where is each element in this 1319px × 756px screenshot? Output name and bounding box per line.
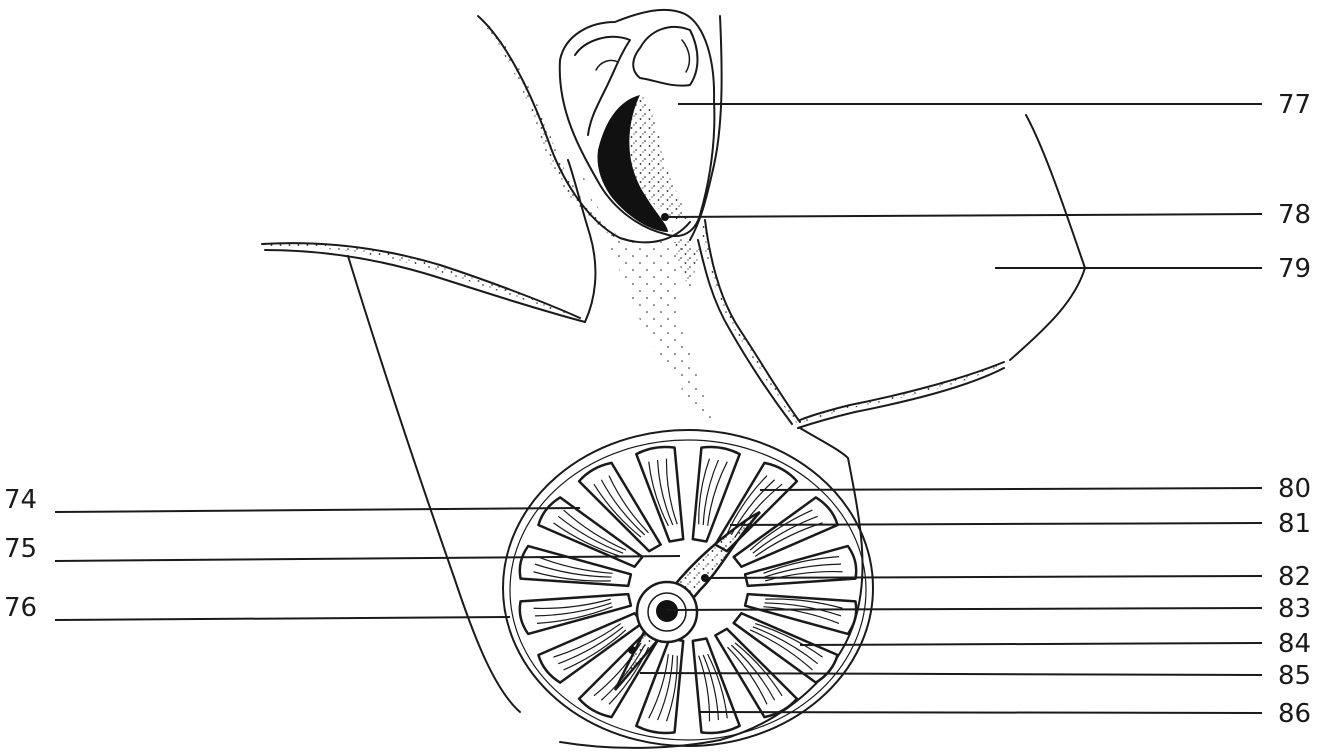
cross-section [503, 430, 873, 746]
label-74: 74 [4, 485, 37, 515]
label-85: 85 [1278, 661, 1311, 691]
label-86: 86 [1278, 699, 1311, 729]
leader-line-76 [55, 617, 510, 620]
leader-line-84 [800, 643, 1262, 645]
label-84: 84 [1278, 629, 1311, 659]
label-83: 83 [1278, 594, 1311, 624]
label-81: 81 [1278, 509, 1311, 539]
leader-line-75 [55, 556, 680, 561]
leader-line-85 [640, 673, 1262, 675]
label-75: 75 [4, 534, 37, 564]
label-79: 79 [1278, 254, 1311, 284]
left-arm [262, 160, 595, 322]
label-76: 76 [4, 593, 37, 623]
right-sheet [698, 115, 1085, 428]
outer-contour-left [348, 256, 520, 712]
label-80: 80 [1278, 474, 1311, 504]
label-78: 78 [1278, 200, 1311, 230]
leader-line-78 [667, 214, 1262, 217]
label-77: 77 [1278, 90, 1311, 120]
leader-line-74 [55, 508, 580, 512]
label-82: 82 [1278, 562, 1311, 592]
upper-organ [478, 10, 722, 243]
leader-line-86 [700, 712, 1262, 713]
leader-line-80 [760, 488, 1262, 490]
